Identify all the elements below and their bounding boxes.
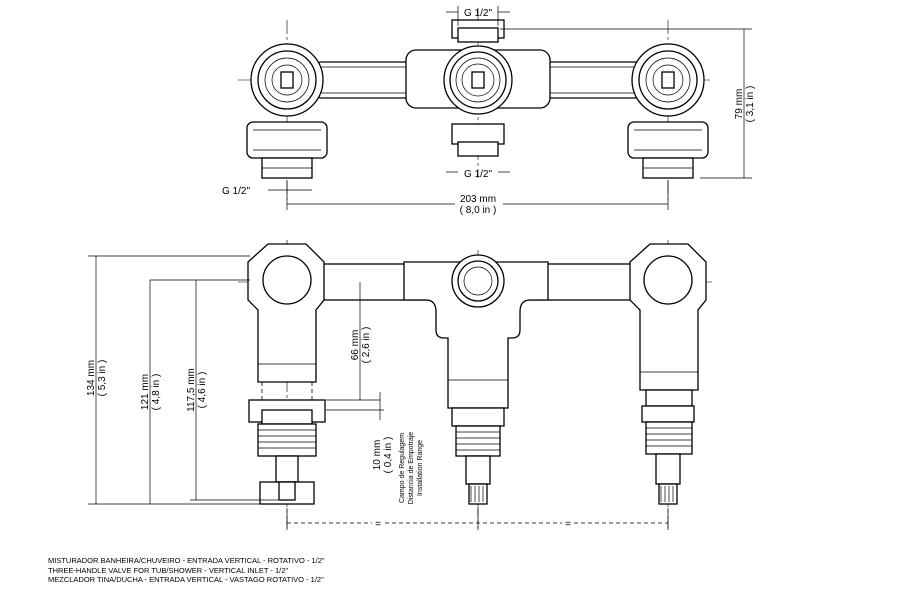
dim-134-in: ( 5,3 in ) bbox=[97, 360, 108, 397]
right-valve-top bbox=[627, 43, 709, 179]
right-valve-front bbox=[629, 243, 707, 505]
caption-line-es: MEZCLADOR TINA/DUCHA - ENTRADA VERTICAL … bbox=[48, 575, 324, 584]
height-mm: 79 mm bbox=[734, 89, 745, 120]
caption-line-en: THREE-HANDLE VALVE FOR TUB/SHOWER - VERT… bbox=[48, 565, 289, 575]
equal-right: = bbox=[565, 519, 571, 530]
range-label-es: Distancia de Empotraje bbox=[408, 432, 415, 504]
dim-1175-in: ( 4,6 in ) bbox=[197, 372, 208, 409]
dim-10-mm: 10 mm bbox=[372, 440, 383, 471]
left-valve-top bbox=[246, 43, 328, 179]
range-label-pt: Campo de Regulagem bbox=[399, 433, 406, 503]
height-in: ( 3,1 in ) bbox=[745, 86, 756, 123]
front-view: 134 mm ( 5,3 in ) 121 mm ( 4,8 in ) 117,… bbox=[86, 240, 712, 530]
width-in: ( 8,0 in ) bbox=[460, 205, 497, 216]
port-bottom-label: G 1/2" bbox=[464, 169, 492, 180]
top-view: G 1/2" G 1/2" G 1/2" 203 mm ( 8,0 in ) 7… bbox=[222, 6, 756, 216]
caption-line-pt: MISTURADOR BANHEIRA/CHUVEIRO - ENTRADA V… bbox=[48, 556, 325, 565]
dim-66-in: ( 2,6 in ) bbox=[361, 327, 372, 364]
dim-134-mm: 134 mm bbox=[86, 360, 97, 396]
equal-left: = bbox=[375, 519, 381, 530]
dim-10-in: ( 0,4 in ) bbox=[383, 437, 394, 474]
port-top-label: G 1/2" bbox=[464, 8, 492, 19]
inlet-left-label: G 1/2" bbox=[222, 186, 250, 197]
dim-1175-mm: 117,5 mm bbox=[186, 368, 197, 412]
left-valve-front bbox=[247, 243, 326, 505]
dim-121-in: ( 4,8 in ) bbox=[151, 374, 162, 411]
dim-66-mm: 66 mm bbox=[350, 330, 361, 361]
width-mm: 203 mm bbox=[460, 194, 496, 205]
range-label-en: Installation Range bbox=[417, 440, 424, 496]
dim-121-mm: 121 mm bbox=[140, 374, 151, 410]
caption-block: MISTURADOR BANHEIRA/CHUVEIRO - ENTRADA V… bbox=[48, 556, 325, 585]
